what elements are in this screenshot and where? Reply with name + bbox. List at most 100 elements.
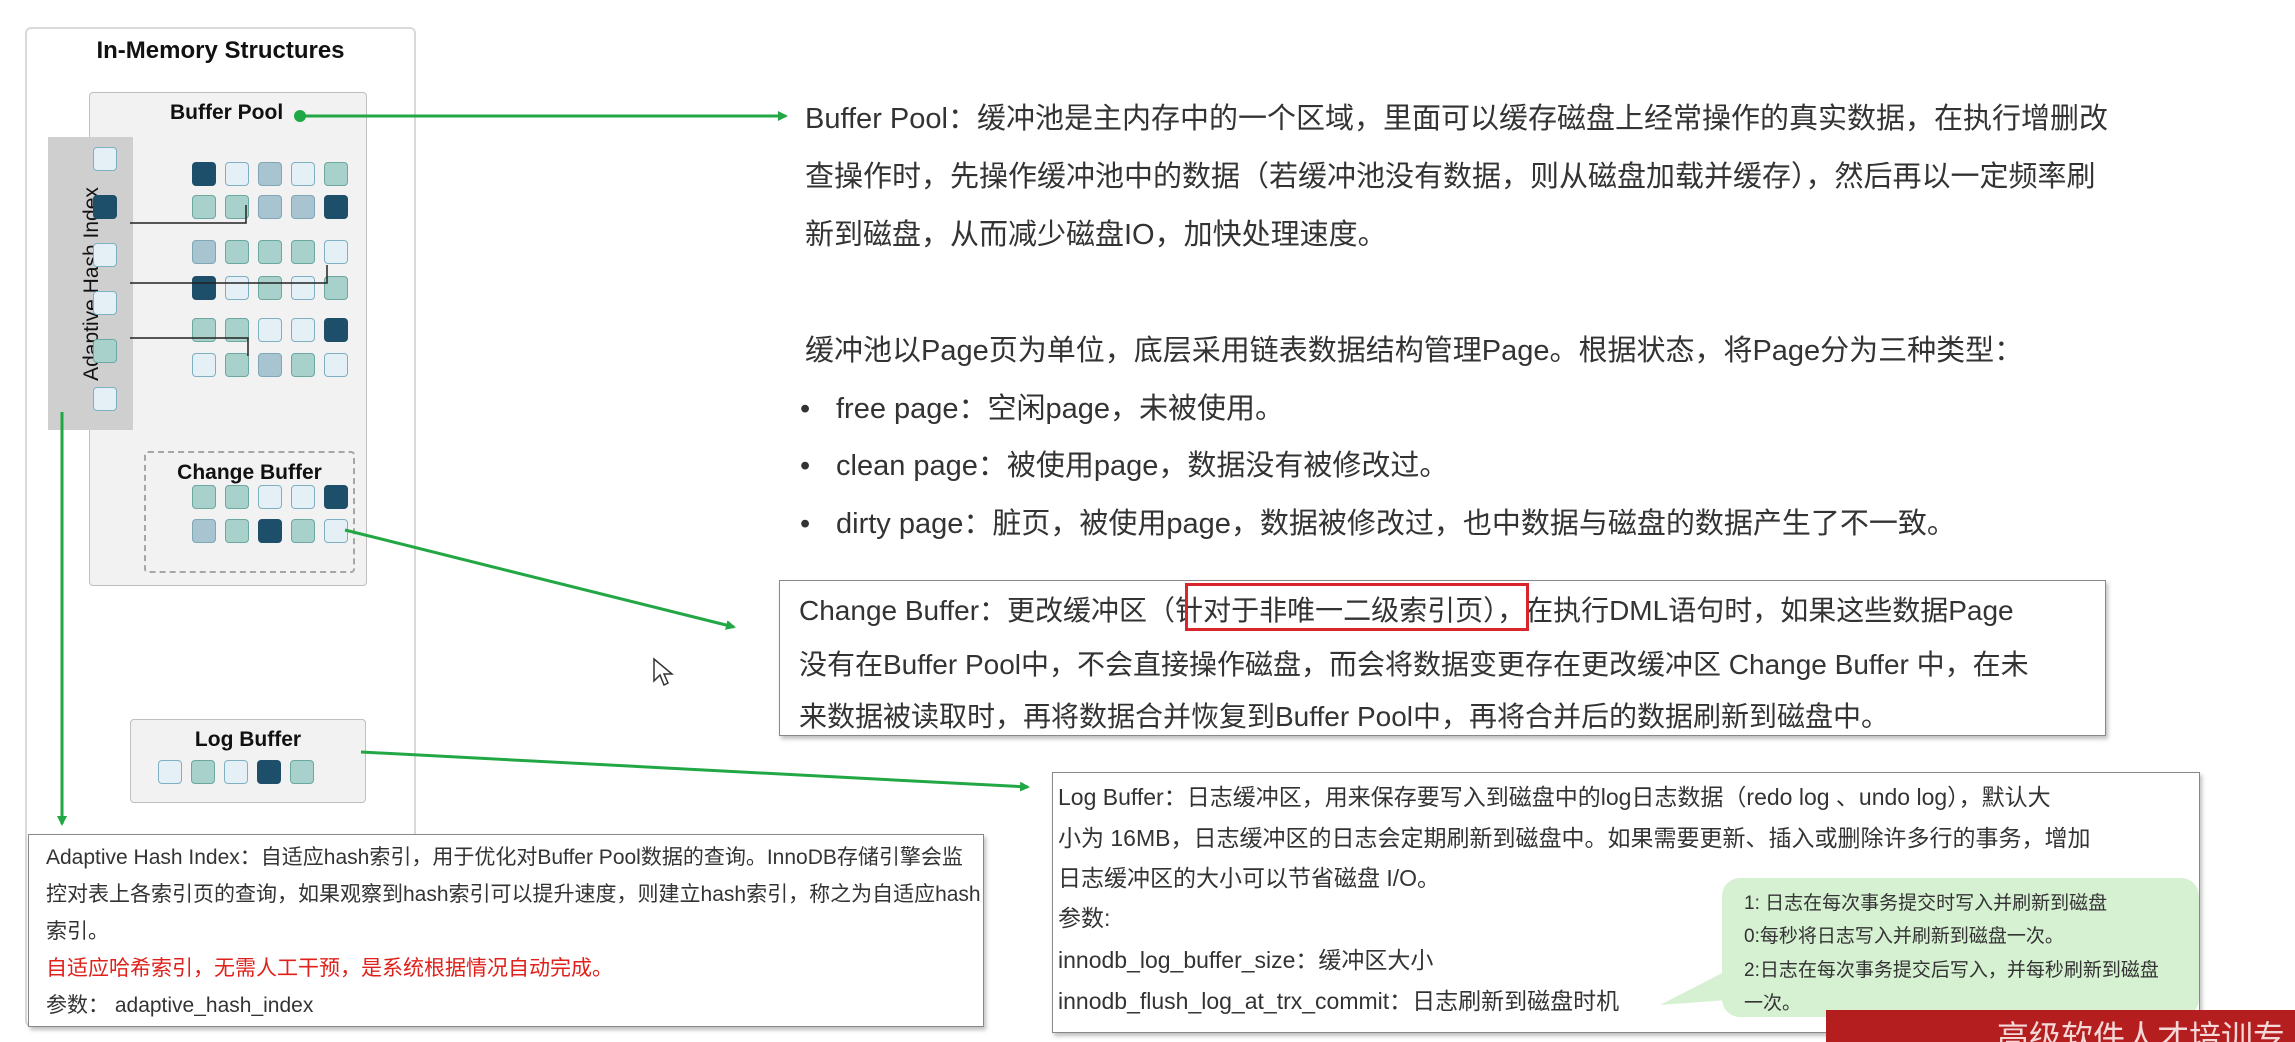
corner-banner: 高级软件人才培训专: [1826, 1010, 2295, 1042]
page-type-clean: clean page：被使用page，数据没有被修改过。: [836, 450, 1449, 482]
bullet: •: [800, 450, 811, 482]
log-buffer-desc-line-2: 小为 16MB，日志缓冲区的日志会定期刷新到磁盘中。如果需要更新、插入或删除许多…: [1058, 825, 2091, 851]
log-buffer-box: Log Buffer: [130, 719, 366, 803]
change-buffer-desc-box: Change Buffer：更改缓冲区（针对于非唯一二级索引页），在执行DML语…: [779, 580, 2106, 736]
log-buffer-cell: [257, 760, 281, 784]
ahi-desc-line-3: 索引。: [46, 920, 109, 943]
change-buffer-cell: [291, 485, 315, 509]
log-buffer-cell: [224, 760, 248, 784]
change-buffer-desc-line-3: 来数据被读取时，再将数据合并恢复到Buffer Pool中，再将合并后的数据刷新…: [799, 701, 1890, 732]
hash-pointer-arrow-1: [130, 205, 247, 224]
page-cell: [324, 276, 348, 300]
adaptive-hash-index-desc-box: Adaptive Hash Index：自适应hash索引，用于优化对Buffe…: [28, 834, 984, 1027]
log-buffer-param-size: innodb_log_buffer_size：缓冲区大小: [1058, 947, 1434, 973]
page-cell: [225, 276, 249, 300]
change-buffer-desc-suffix: ），在执行DML语句时，如果这些数据Page: [1483, 595, 2014, 626]
page-cell: [291, 162, 315, 186]
log-buffer-arrow: [360, 750, 1030, 792]
page-cell: [258, 195, 282, 219]
log-buffer-param-flush: innodb_flush_log_at_trx_commit：日志刷新到磁盘时机: [1058, 988, 1620, 1014]
flush-mode-note: 1: 日志在每次事务提交时写入并刷新到磁盘 0:每秒将日志写入并刷新到磁盘一次。…: [1722, 878, 2199, 1017]
page-cell: [225, 353, 249, 377]
change-buffer-arrow: [344, 528, 736, 630]
page-cell: [258, 353, 282, 377]
page-cell: [324, 353, 348, 377]
page-type-item: • clean page：被使用page，数据没有被修改过。: [800, 437, 1448, 495]
page-cell: [291, 240, 315, 264]
in-memory-structures-diagram: In-Memory Structures Buffer Pool Adaptiv…: [25, 27, 416, 1027]
ahi-desc-param: 参数： adaptive_hash_index: [46, 994, 314, 1017]
buffer-pool-desc-line-2: 查操作时，先操作缓冲池中的数据（若缓冲池没有数据，则从磁盘加载并缓存），然后再以…: [805, 161, 2096, 193]
page-cell: [192, 276, 216, 300]
diagram-title: In-Memory Structures: [96, 37, 345, 64]
flush-mode-0: 0:每秒将日志写入并刷新到磁盘一次。: [1744, 926, 2064, 947]
adaptive-hash-index-band: [48, 137, 133, 430]
page-type-item: • dirty page：脏页，被使用page，数据被修改过，也中数据与磁盘的数据…: [800, 495, 1956, 553]
change-buffer-box: Change Buffer: [144, 451, 355, 573]
buffer-pool-label: Buffer Pool: [170, 101, 284, 124]
hash-index-cell: [93, 195, 117, 219]
hash-index-cell: [93, 339, 117, 363]
page-type-item: • free page：空闲page，未被使用。: [800, 380, 1284, 438]
bullet: •: [800, 508, 811, 540]
page-cell: [324, 195, 348, 219]
change-buffer-cell: [258, 485, 282, 509]
change-buffer-desc-prefix: Change Buffer：更改缓冲区（: [799, 595, 1176, 626]
hash-index-cell: [93, 243, 117, 267]
page-cell: [258, 162, 282, 186]
change-buffer-desc-highlight: 针对于非唯一二级索引页: [1175, 595, 1484, 626]
page-cell: [291, 276, 315, 300]
page-cell: [192, 240, 216, 264]
change-buffer-cell: [258, 519, 282, 543]
flush-mode-2: 2:日志在每次事务提交后写入，并每秒刷新到磁盘: [1744, 960, 2159, 981]
change-buffer-cell: [225, 485, 249, 509]
log-buffer-cell: [158, 760, 182, 784]
change-buffer-cell: [225, 519, 249, 543]
banner-text: 高级软件人才培训专: [1996, 1018, 2285, 1042]
page-cell: [225, 195, 249, 219]
page-cell: [258, 318, 282, 342]
page-cell: [192, 353, 216, 377]
change-buffer-cell: [192, 519, 216, 543]
bullet: •: [800, 393, 811, 425]
buffer-pool-desc-line-3: 新到磁盘，从而减少磁盘IO，加快处理速度。: [805, 219, 1387, 251]
change-buffer-label: Change Buffer: [177, 461, 322, 484]
page-cell: [225, 240, 249, 264]
hash-index-cell: [93, 291, 117, 315]
hash-index-cell: [93, 387, 117, 411]
page-cell: [291, 318, 315, 342]
change-buffer-cell: [324, 485, 348, 509]
page-cell: [258, 240, 282, 264]
change-buffer-cell: [192, 485, 216, 509]
log-buffer-cell: [290, 760, 314, 784]
log-buffer-desc-line-3: 日志缓冲区的大小可以节省磁盘 I/O。: [1058, 865, 1441, 891]
buffer-pool-desc-line-1: Buffer Pool：缓冲池是主内存中的一个区域，里面可以缓存磁盘上经常操作的…: [805, 103, 2108, 135]
page-cell: [324, 318, 348, 342]
page-cell: [324, 162, 348, 186]
page-cell: [192, 195, 216, 219]
page-cell: [291, 195, 315, 219]
log-buffer-cell: [191, 760, 215, 784]
ahi-desc-line-1: Adaptive Hash Index：自适应hash索引，用于优化对Buffe…: [46, 846, 963, 869]
note-bubble-tail: [1660, 970, 1728, 1005]
hash-pointer-arrow-3: [130, 337, 249, 356]
flush-mode-1: 1: 日志在每次事务提交时写入并刷新到磁盘: [1744, 893, 2108, 914]
ahi-desc-line-2: 控对表上各索引页的查询，如果观察到hash索引可以提升速度，则建立hash索引，…: [46, 883, 981, 906]
page-cell: [291, 353, 315, 377]
page-cell: [192, 162, 216, 186]
page-type-free: free page：空闲page，未被使用。: [836, 393, 1285, 425]
change-buffer-cell: [291, 519, 315, 543]
log-buffer-desc-line-1: Log Buffer：日志缓冲区，用来保存要写入到磁盘中的log日志数据（red…: [1058, 784, 2051, 810]
page-cell: [324, 240, 348, 264]
highlight-box: [1185, 583, 1529, 631]
page-type-dirty: dirty page：脏页，被使用page，数据被修改过，也中数据与磁盘的数据产…: [836, 508, 1956, 540]
log-buffer-params-label: 参数:: [1058, 905, 1111, 931]
page-cell: [258, 276, 282, 300]
ahi-desc-note-red: 自适应哈希索引，无需人工干预，是系统根据情况自动完成。: [46, 957, 613, 980]
page-cell: [225, 162, 249, 186]
change-buffer-cell: [324, 519, 348, 543]
mouse-cursor-icon: [653, 657, 674, 687]
page-types-intro: 缓冲池以Page页为单位，底层采用链表数据结构管理Page。根据状态，将Page…: [805, 335, 2024, 367]
hash-index-cell: [93, 147, 117, 171]
